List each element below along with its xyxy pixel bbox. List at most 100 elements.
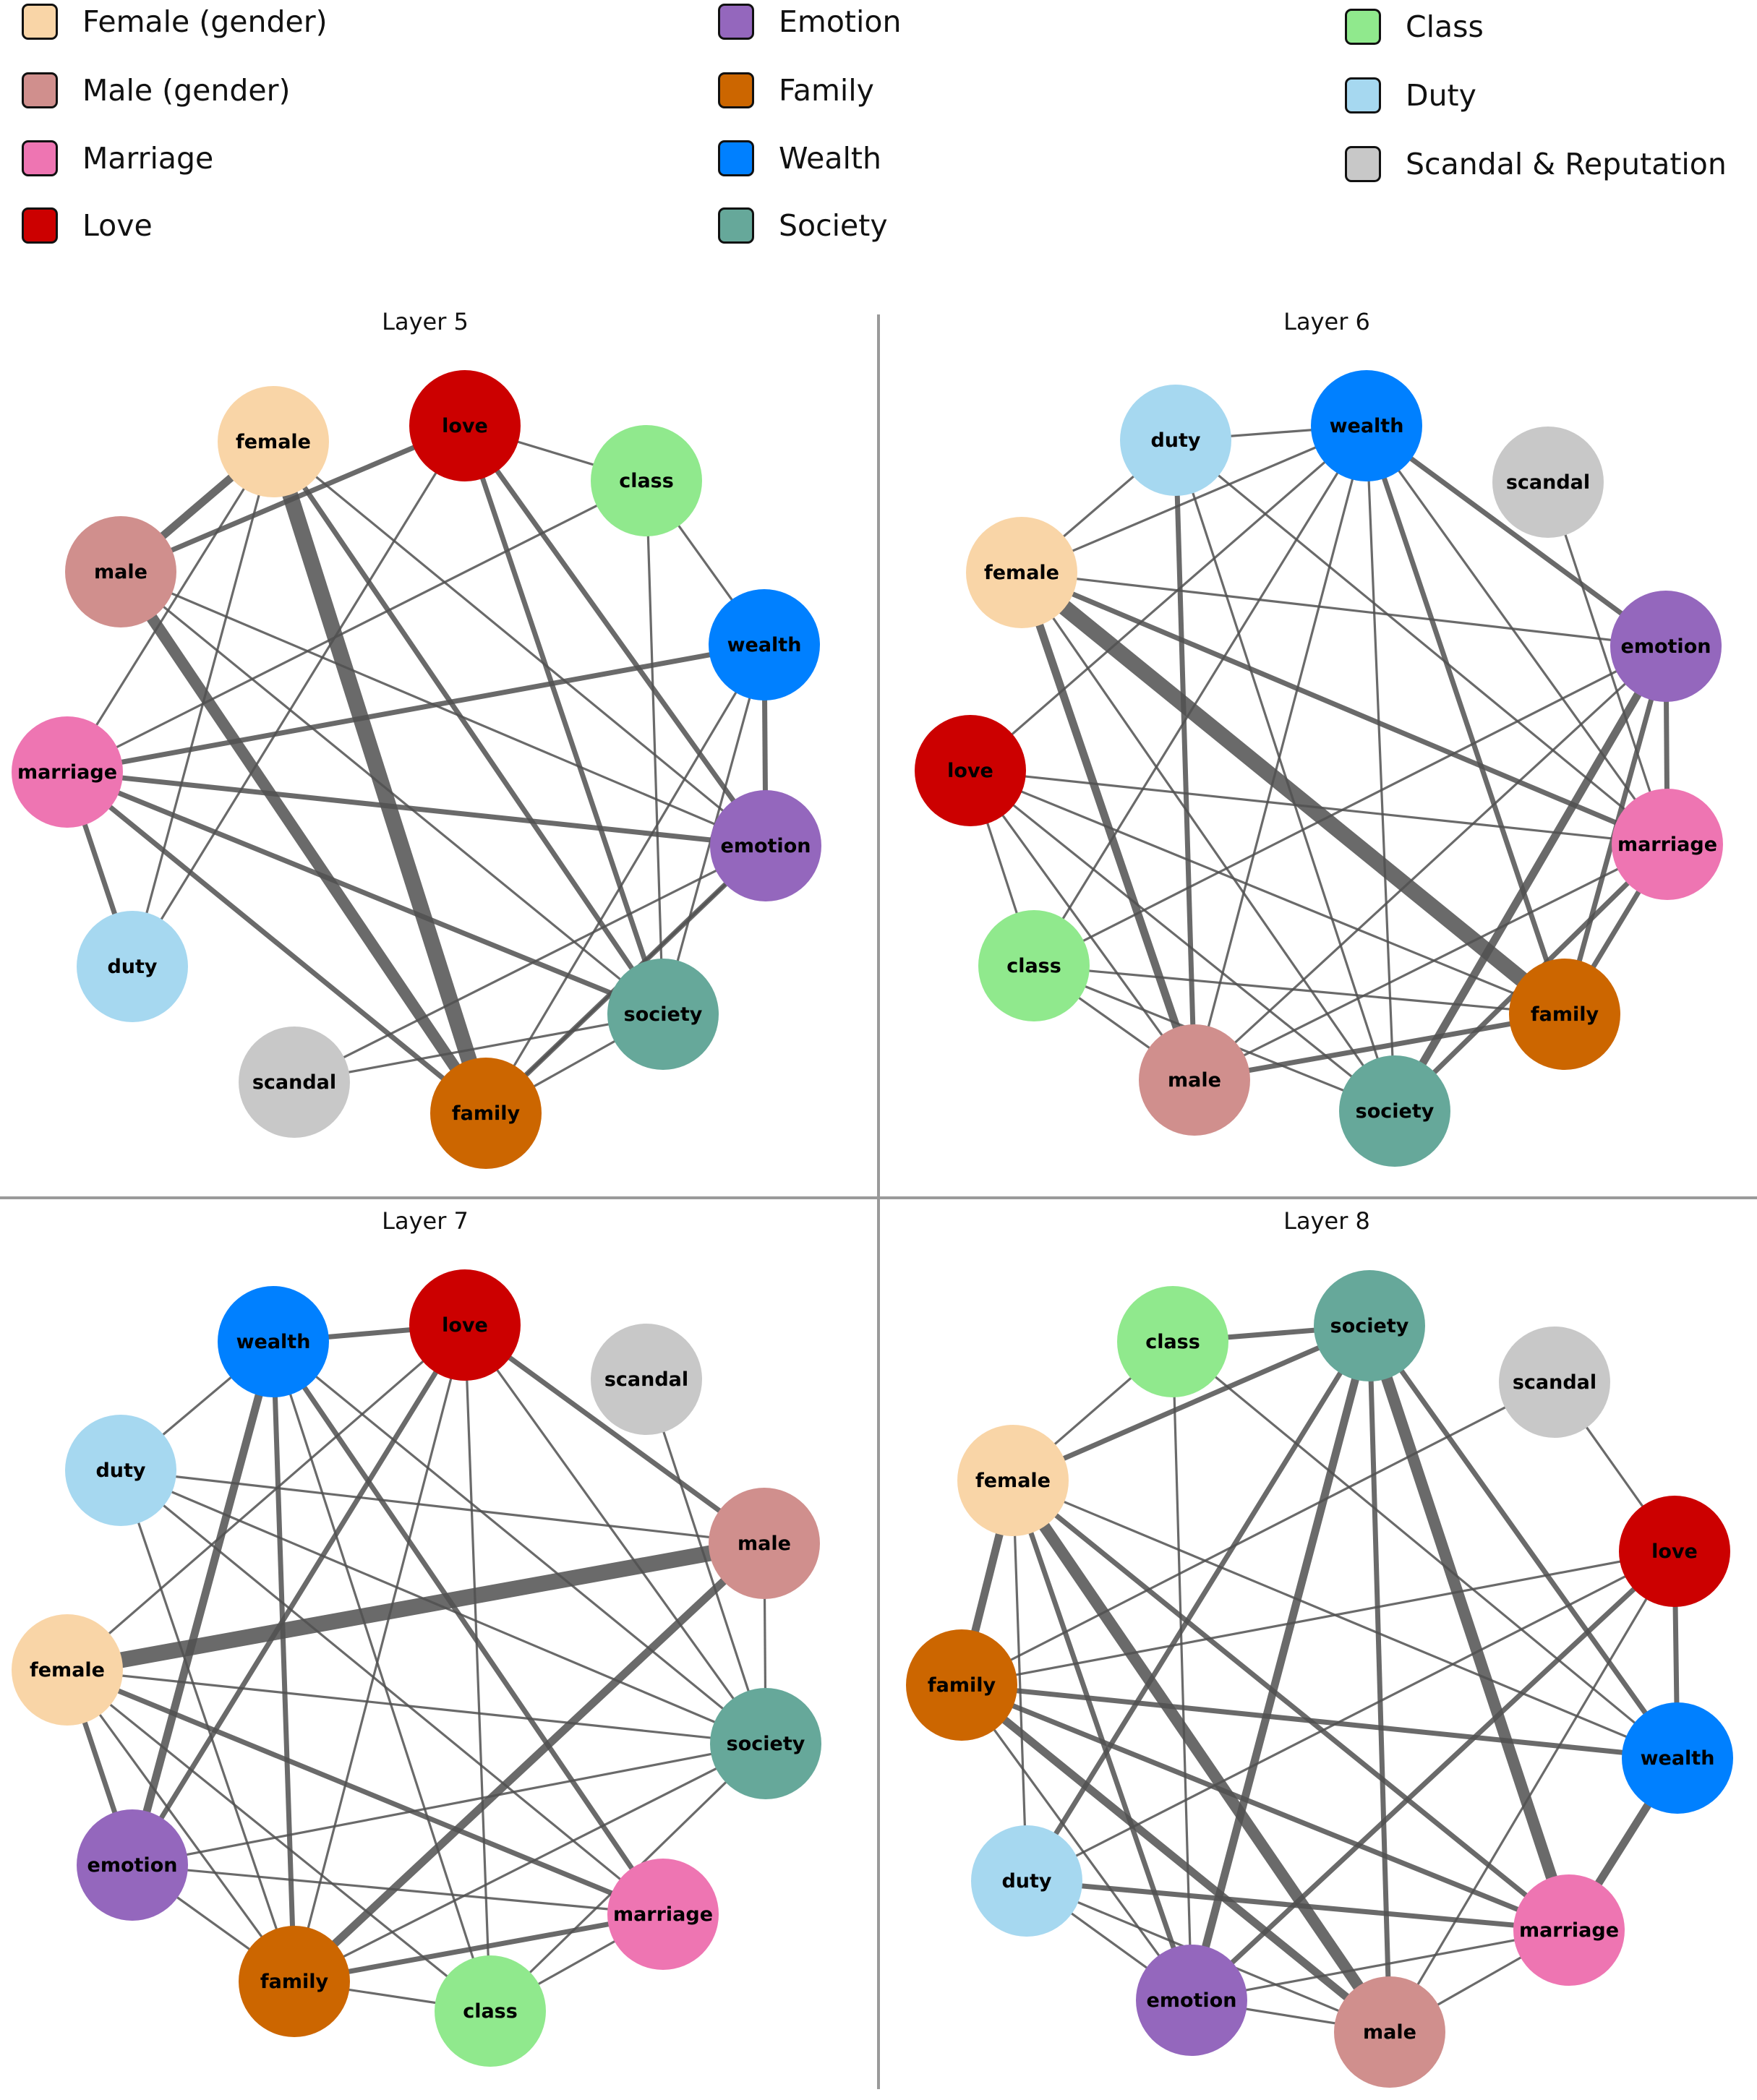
legend-swatch [22, 140, 58, 176]
node-label: love [442, 415, 488, 437]
legend-item-love: Love [22, 205, 153, 246]
node-label: family [260, 1971, 329, 1993]
legend-label: Wealth [779, 141, 881, 176]
node-label: female [984, 562, 1059, 584]
edge-duty-family [119, 1470, 296, 1982]
node-label: society [624, 1003, 703, 1026]
edge-male-family [1194, 1011, 1565, 1083]
edge-wealth-emotion [1364, 424, 1668, 648]
edge-family-society [294, 1742, 766, 1983]
edge-wealth-marriage [271, 1340, 665, 1916]
node-marriage [1612, 789, 1723, 900]
edge-wealth-class [1033, 425, 1368, 967]
node-marriage [1513, 1874, 1625, 1986]
node-society [607, 959, 719, 1070]
node-label: wealth [236, 1331, 311, 1353]
edge-emotion-society [132, 1742, 766, 1867]
edge-emotion-class [1033, 645, 1667, 967]
edge-male-society [119, 570, 664, 1016]
node-class [978, 910, 1090, 1021]
edge-love-male [1388, 1551, 1676, 2033]
edge-family-marriage [960, 1682, 1570, 1933]
edge-love-male [969, 770, 1196, 1081]
edge-wealth-family [270, 1341, 297, 1982]
edge-wealth-family [1364, 424, 1568, 1016]
legend-item-society: Society [718, 205, 888, 246]
node-label: emotion [87, 1854, 178, 1877]
node-label: family [452, 1102, 521, 1125]
node-scandal [1492, 427, 1604, 538]
node-label: society [1330, 1315, 1409, 1337]
edge-marriage-emotion [67, 769, 766, 849]
edge-emotion-marriage [132, 1864, 664, 1916]
node-label: scandal [252, 1071, 336, 1094]
edge-society-male [1367, 1325, 1393, 2033]
node-marriage [607, 1859, 719, 1970]
node-wealth [709, 589, 820, 700]
legend-swatch [718, 4, 754, 40]
edge-scandal-family [961, 1381, 1555, 1687]
edge-female-society [1020, 572, 1396, 1112]
edge-wealth-male [1193, 425, 1368, 1081]
node-label: family [928, 1674, 996, 1697]
edge-duty-male [120, 1469, 765, 1545]
edge-duty-male [1173, 440, 1197, 1081]
legend-item-scandal: Scandal & Reputation [1345, 144, 1727, 184]
edge-love-society [462, 424, 666, 1016]
edge-female-emotion [1021, 571, 1667, 648]
node-class [591, 425, 702, 536]
node-label: male [94, 561, 148, 583]
panel-layer-8: Layer 8classsocietyscandalfemalelovefami… [906, 1207, 1733, 2088]
edge-duty-society [1174, 440, 1396, 1112]
node-label: marriage [1519, 1919, 1619, 1942]
legend-item-family: Family [718, 70, 874, 111]
node-label: female [30, 1659, 105, 1681]
edge-male-family [116, 568, 491, 1117]
legend-swatch [22, 4, 58, 40]
edge-love-emotion [463, 424, 768, 848]
node-scandal [239, 1027, 350, 1138]
edge-male-family [291, 1540, 767, 1985]
legend-item-duty: Duty [1345, 75, 1476, 116]
node-duty [77, 911, 188, 1022]
edge-society-wealth [1367, 1324, 1680, 1760]
node-label: scandal [1506, 471, 1590, 494]
node-label: wealth [1641, 1747, 1715, 1770]
legend-item-class: Class [1345, 7, 1484, 47]
edge-love-male [463, 1323, 766, 1546]
node-label: class [619, 470, 674, 492]
node-label: female [975, 1470, 1051, 1492]
node-label: family [1531, 1003, 1599, 1026]
edge-female-male [66, 1535, 766, 1678]
node-label: marriage [613, 1903, 713, 1926]
node-label: duty [1001, 1870, 1051, 1893]
edge-female-society [67, 1668, 766, 1745]
node-male [1139, 1024, 1250, 1136]
edge-wealth-emotion [128, 1340, 278, 1867]
node-female [12, 1614, 123, 1726]
node-society [1314, 1270, 1425, 1381]
node-label: male [738, 1533, 791, 1555]
edge-female-society [271, 440, 665, 1016]
edge-wealth-marriage [1365, 425, 1669, 845]
edge-wealth-class [272, 1341, 492, 2012]
edge-female-family [1017, 566, 1570, 1021]
edge-emotion-marriage [1191, 1929, 1570, 2002]
edge-marriage-wealth [67, 642, 765, 775]
node-emotion [710, 790, 821, 901]
node-family [239, 1926, 350, 2037]
edge-scandal-emotion [294, 844, 766, 1084]
edge-female-duty [131, 441, 275, 967]
legend-swatch [1345, 9, 1381, 45]
node-class [1117, 1286, 1228, 1397]
edge-duty-marriage [119, 1469, 664, 1916]
node-label: class [1006, 955, 1061, 977]
edge-male-love [119, 423, 466, 575]
node-male [65, 516, 176, 627]
edge-love-class [463, 1324, 492, 2012]
node-love [1619, 1496, 1730, 1607]
node-label: love [442, 1314, 488, 1337]
edge-wealth-society [1365, 425, 1396, 1112]
node-male [1334, 1976, 1445, 2088]
node-label: class [463, 2000, 518, 2023]
